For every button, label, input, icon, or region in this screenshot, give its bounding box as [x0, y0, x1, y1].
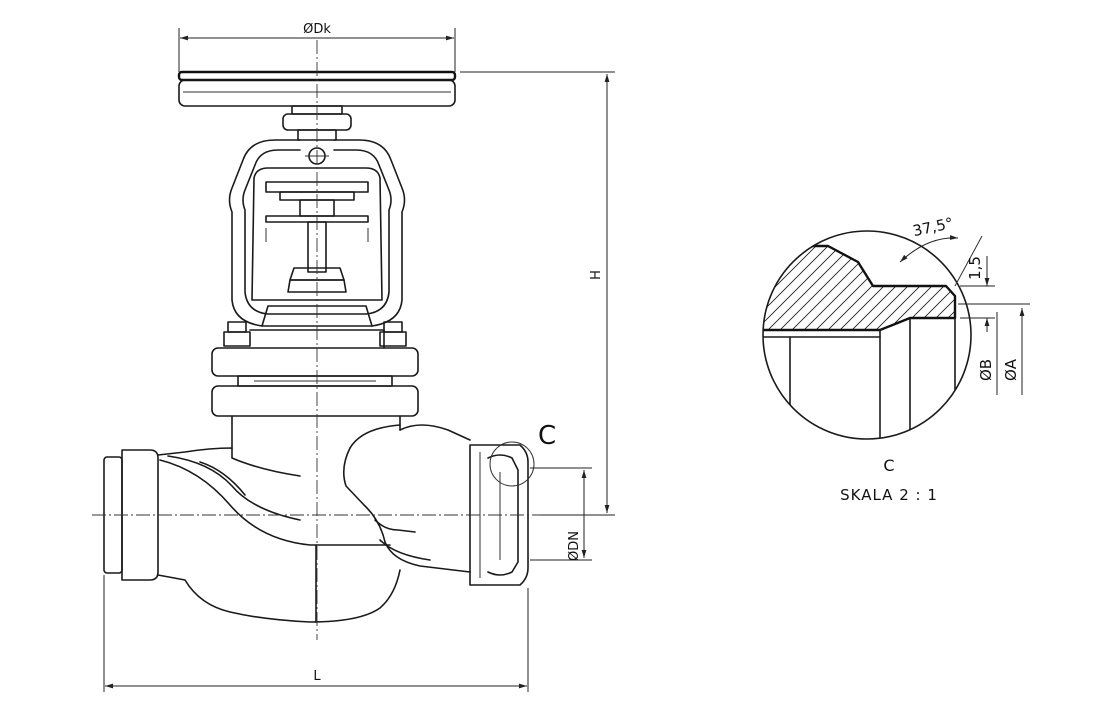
- valve-body: [103, 415, 529, 623]
- detail-c-marker: C: [538, 421, 556, 451]
- valve-front-view: C: [92, 40, 556, 640]
- centerlines: [92, 40, 545, 640]
- bonnet-flanges: [211, 329, 419, 417]
- dim-dn-label: ØDN: [567, 531, 582, 561]
- dim-dk-label: ØDk: [303, 22, 331, 37]
- detail-scale: SKALA 2 : 1: [840, 486, 938, 504]
- dim-h-label: H: [589, 270, 604, 280]
- dim-l-label: L: [313, 669, 321, 684]
- detail-a-label: ØA: [1002, 358, 1020, 381]
- detail-label: C: [883, 456, 894, 475]
- dimensions: ØDk H ØDN L: [103, 22, 615, 692]
- detail-view-c: 37,5° 1,5 ØB ØA C SKALA 2 : 1: [762, 214, 1030, 504]
- detail-c-circle: [489, 441, 535, 487]
- detail-b-label: ØB: [977, 359, 995, 381]
- detail-angle-label: 37,5°: [911, 214, 955, 240]
- bonnet-bolts: [223, 321, 407, 347]
- detail-thickness-label: 1,5: [966, 256, 984, 280]
